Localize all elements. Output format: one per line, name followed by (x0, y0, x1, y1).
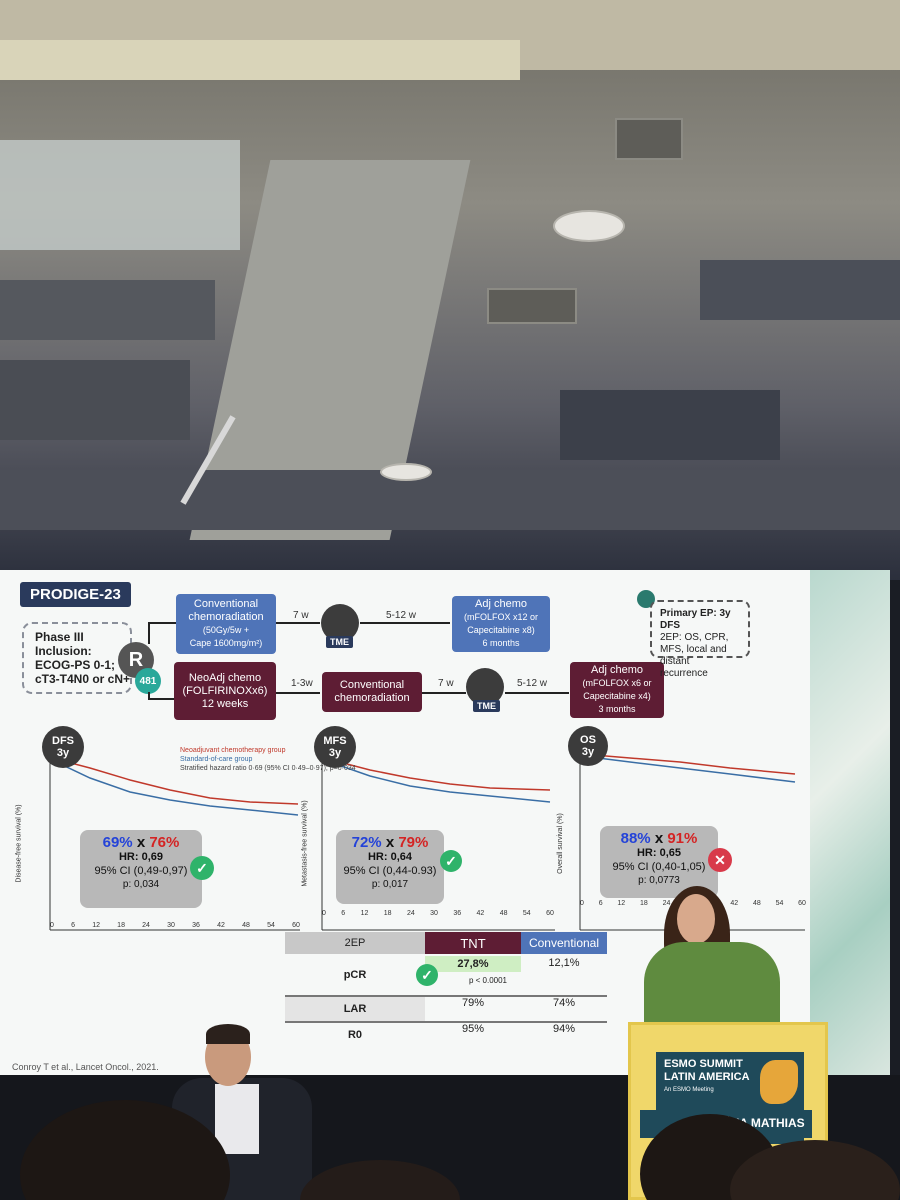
mfs-ylabel: Metastasis-free survival (%) (301, 800, 309, 887)
flow-line (148, 622, 150, 644)
check-icon: ✓ (190, 856, 214, 880)
speaker-body (644, 942, 780, 1032)
ceiling-coffer (560, 390, 780, 460)
ceiling-vent (615, 118, 683, 160)
check-icon: ✓ (440, 850, 462, 872)
flow-arrow (360, 622, 450, 624)
ceiling-coffer (0, 360, 190, 440)
flow-arrow (276, 622, 320, 624)
arm1-adj-chemo-box: Adj chemo(mFOLFOX x12 or Capecitabine x8… (452, 596, 550, 652)
cross-icon: ✕ (708, 848, 732, 872)
ceiling-coffer (0, 280, 215, 340)
table-header: Conventional (521, 932, 607, 954)
scalpel-icon (321, 604, 359, 642)
mfs-result-box: 72% x 79% HR: 0,64 95% CI (0,44-0.93) p:… (336, 830, 444, 904)
arm2-gap2: 7 w (438, 678, 454, 689)
arm2-gap3: 5-12 w (517, 678, 548, 689)
table-header: TNT (425, 932, 521, 954)
flow-line (148, 622, 176, 624)
table-row: R0 95% 94% (347, 1023, 576, 1041)
screen-reflection (0, 140, 240, 250)
ceiling-edge (0, 470, 900, 530)
ceiling-vent (487, 288, 577, 324)
table-row: LAR 79% 74% (285, 996, 607, 1022)
seated-man-shirt (215, 1084, 259, 1154)
ceiling-coffer (700, 260, 900, 320)
speaker-face (677, 894, 715, 944)
scalpel-icon (466, 668, 504, 706)
slide-decoration (810, 570, 890, 1075)
dfs-ylabel: Disease-free survival (%) (15, 804, 23, 883)
flow-line (148, 692, 150, 700)
latin-america-map (760, 1060, 798, 1104)
ceiling-light (553, 210, 625, 242)
citation: Conroy T et al., Lancet Oncol., 2021. (12, 1062, 159, 1072)
arm2-adj-chemo-box: Adj chemo(mFOLFOX x6 or Capecitabine x4)… (570, 662, 664, 718)
ceiling-beam (0, 40, 520, 80)
endpoints-box: Primary EP: 3y DFS 2EP: OS, CPR, MFS, lo… (650, 600, 750, 679)
flow-arrow (422, 692, 466, 694)
arm2-gap1: 1-3w (291, 678, 313, 689)
flow-arrow (505, 692, 569, 694)
secondary-endpoints-table: 2EP TNT Conventional pCR 27,8% p < 0.000… (285, 932, 607, 1046)
flow-arrow (276, 692, 320, 694)
arm1-tme-label: TME (326, 636, 353, 648)
study-badge: PRODIGE-23 (20, 582, 131, 607)
check-icon: ✓ (416, 964, 438, 986)
ceiling-light (380, 463, 432, 481)
arm2-neoadj-box: NeoAdj chemo(FOLFIRINOXx6)12 weeks (174, 662, 276, 720)
flow-line (148, 698, 174, 700)
podium-logo-text: ESMO SUMMIT LATIN AMERICA An ESMO Meetin… (664, 1058, 750, 1093)
inclusion-text: Phase III Inclusion: ECOG-PS 0-1; cT3-T4… (35, 630, 131, 686)
seated-man-hair (206, 1024, 250, 1044)
sample-size-badge: 481 (135, 668, 161, 694)
arm1-gap1: 7 w (293, 610, 309, 621)
dfs-result-box: 69% x 76% HR: 0,69 95% CI (0,49-0,97) p:… (80, 830, 202, 908)
table-row: pCR 27,8% p < 0.0001 12,1% (285, 954, 607, 996)
os-ylabel: Overall survival (%) (556, 813, 564, 874)
table-header: 2EP (285, 932, 425, 954)
arm2-tme-label: TME (473, 700, 500, 712)
km-legend: Neoadjuvant chemotherapy group Standard-… (180, 747, 356, 772)
arm1-gap2: 5-12 w (386, 610, 417, 621)
km-curves (49, 750, 805, 931)
